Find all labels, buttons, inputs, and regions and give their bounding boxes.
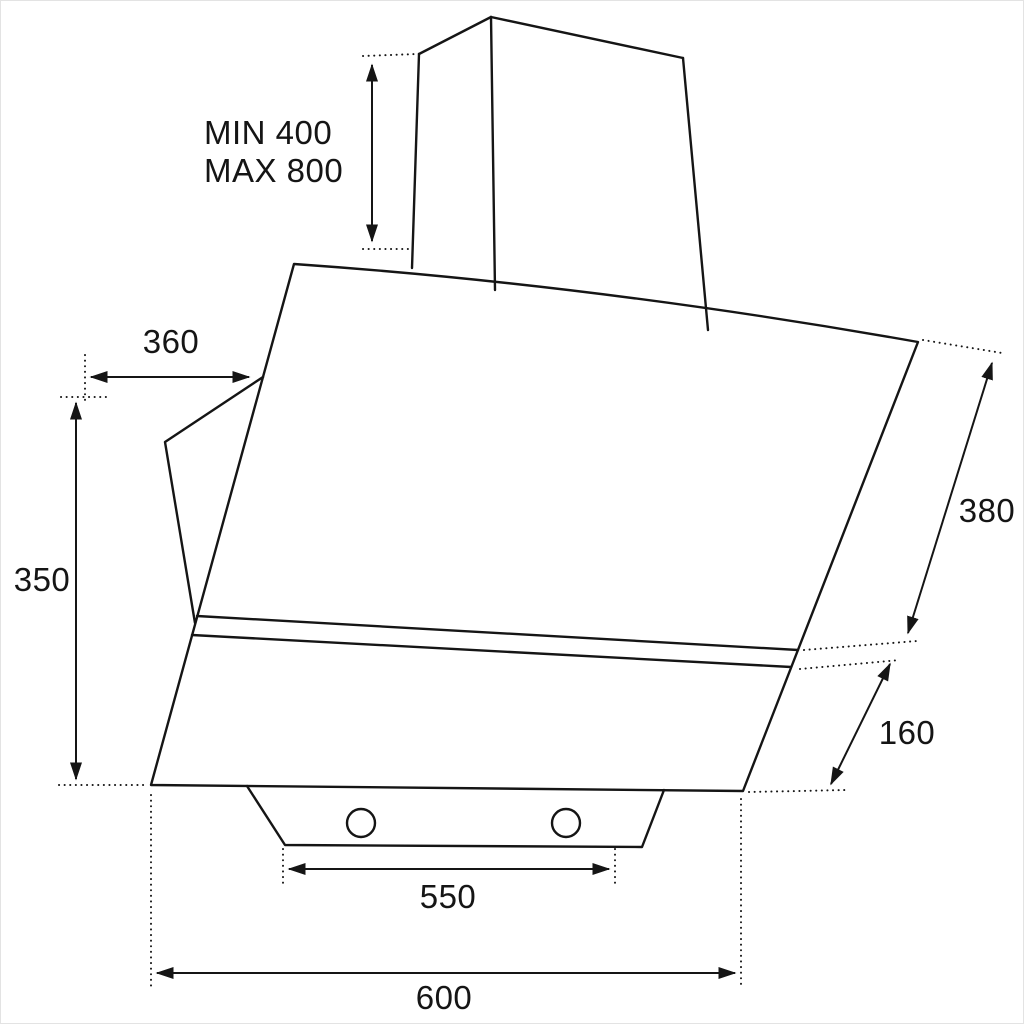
top-depth-label: 360 (143, 323, 200, 360)
chimney-top-front-edge (417, 15, 493, 56)
groove-upper-line (195, 614, 800, 652)
panel-bottom-extension (803, 640, 918, 651)
lower-top-extension (799, 659, 901, 670)
chimney-max-label: MAX 800 (204, 152, 343, 189)
dimension-labels-group: MIN 400 MAX 800 360 350 380 160 550 600 (14, 114, 1016, 1016)
chimney-right-edge (681, 56, 710, 332)
dimension-arrows-group (70, 63, 993, 979)
panel-top-extension (922, 339, 1003, 354)
lower-section-arrow (830, 662, 891, 786)
inner-width-label: 550 (420, 878, 477, 915)
lower-section-label: 160 (879, 714, 936, 751)
lamp-right (550, 807, 582, 839)
side-panel-outline (163, 375, 265, 625)
glass-panel-outline (149, 262, 920, 793)
panel-length-arrow (907, 361, 993, 635)
left-height-label: 350 (14, 561, 71, 598)
panel-length-label: 380 (959, 492, 1016, 529)
lower-bottom-extension (748, 789, 848, 793)
chimney-middle-edge (489, 15, 497, 292)
chimney-top-right-edge (489, 15, 685, 60)
chimney-min-label: MIN 400 (204, 114, 332, 151)
chimney-top-extension (362, 53, 418, 57)
chimney-front-left-edge (410, 52, 421, 270)
lamp-left (345, 807, 377, 839)
groove-lower-line (190, 633, 793, 669)
extension-lines-group (58, 53, 1003, 990)
base-panel-outline (245, 784, 666, 849)
hood-outline-group (149, 15, 920, 849)
overall-width-label: 600 (416, 979, 473, 1016)
